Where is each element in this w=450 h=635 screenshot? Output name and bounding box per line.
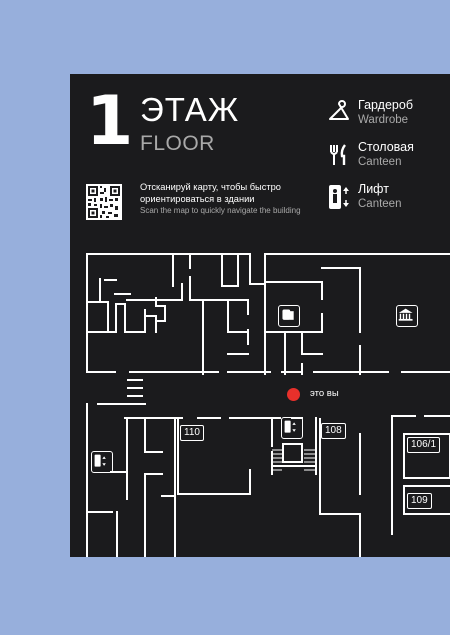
elevator-map-icon[interactable]: [281, 417, 303, 439]
you-are-here-marker: [287, 388, 300, 401]
elevator-icon: [329, 185, 349, 209]
elevator-icon: [94, 454, 106, 467]
legend-label-en: Canteen: [358, 198, 402, 210]
scan-hint-en: Scan the map to quickly navigate the bui…: [140, 206, 301, 215]
wardrobe-icon: [282, 309, 294, 320]
museum-map-icon[interactable]: [396, 305, 418, 327]
legend-label-ru: Лифт: [358, 182, 389, 196]
hanger-icon: [329, 100, 349, 120]
wardrobe-map-icon[interactable]: [278, 305, 300, 327]
legend-label-en: Canteen: [358, 156, 402, 168]
legend-label-ru: Столовая: [358, 140, 414, 154]
staircase: [272, 449, 316, 471]
room-label-110[interactable]: 110: [180, 425, 204, 441]
qr-code-icon[interactable]: [86, 184, 122, 220]
room-label-106-1[interactable]: 106/1: [407, 437, 441, 453]
elevator-map-icon-left[interactable]: [91, 451, 113, 473]
floor-plan-map: [86, 253, 450, 557]
fork-knife-icon: [330, 144, 346, 165]
legend-label-ru: Гардероб: [358, 98, 413, 112]
legend-label-en: Wardrobe: [358, 114, 409, 126]
you-are-here-label: это вы: [310, 388, 339, 399]
elevator-icon: [284, 420, 296, 433]
scan-hint-ru: Отсканируй карту, чтобы быстро ориентиро…: [140, 182, 281, 204]
room-label-109[interactable]: 109: [407, 493, 432, 509]
floor-number: 1: [86, 82, 134, 161]
museum-icon: [398, 308, 413, 321]
room-label-108[interactable]: 108: [321, 423, 346, 439]
floor-plan-board: 1 ЭТАЖ FLOOR Гардероб Wardrobe Столовая …: [70, 74, 450, 557]
floor-title-ru: ЭТАЖ: [140, 91, 240, 128]
floor-title-en: FLOOR: [140, 132, 215, 155]
